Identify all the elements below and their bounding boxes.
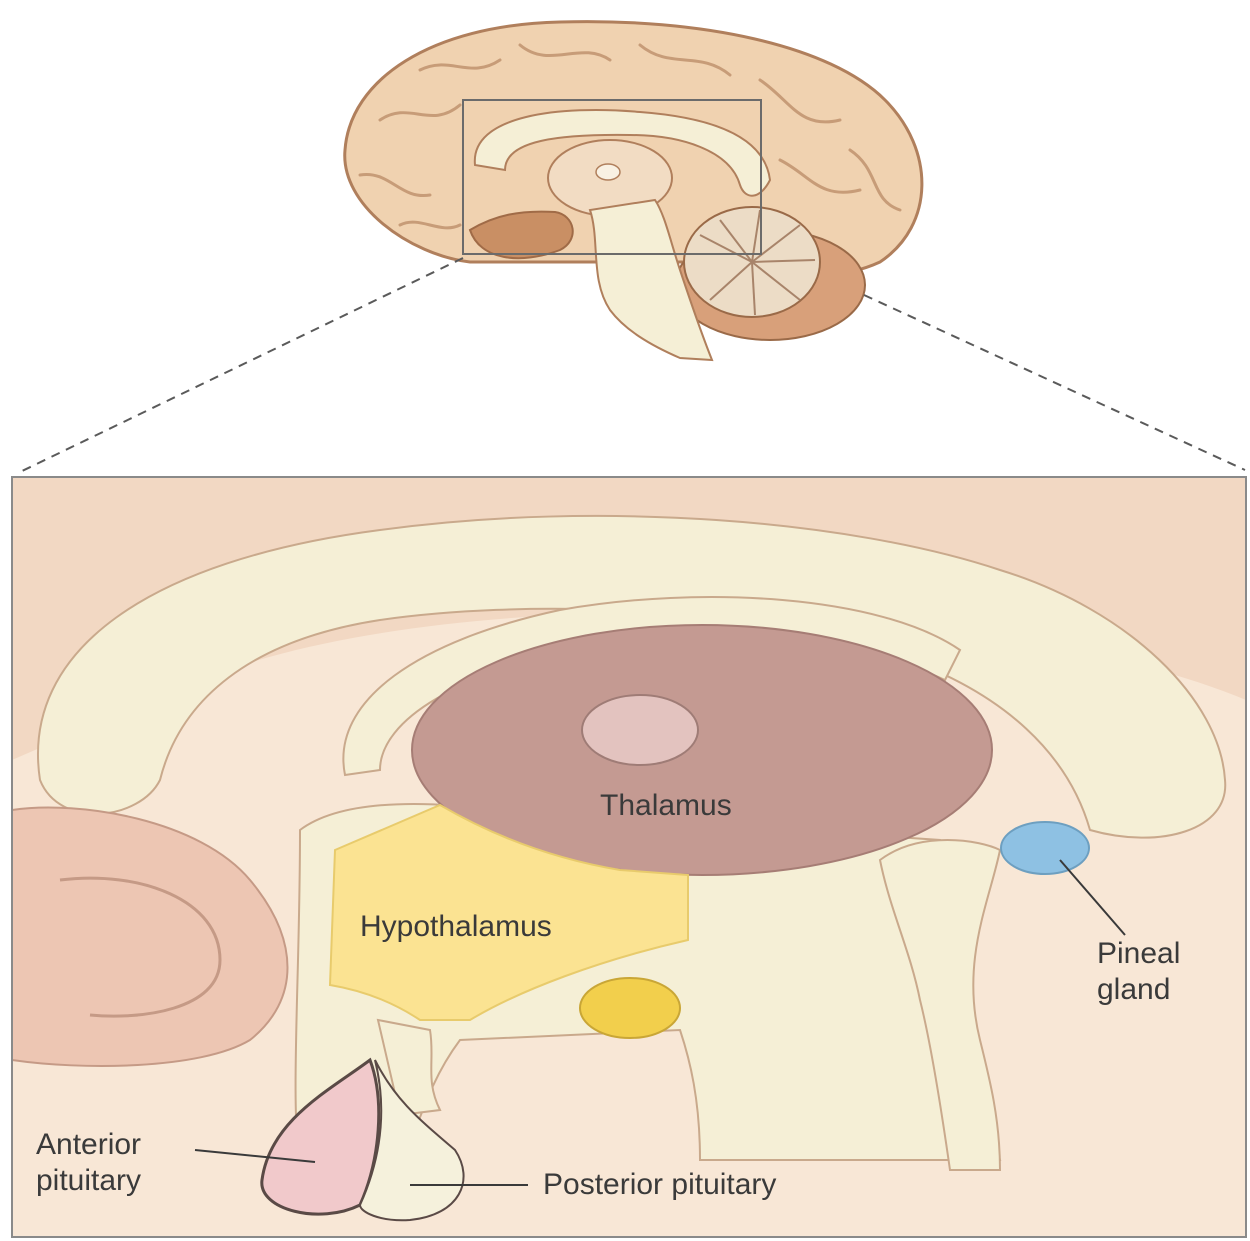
pineal-label-line2: gland: [1097, 973, 1170, 1006]
pineal-gland: [1001, 822, 1089, 874]
brain-overview: [345, 22, 922, 360]
detail-panel: [12, 477, 1246, 1237]
anterior-pituitary-label-line2: pituitary: [36, 1164, 141, 1197]
anterior-pituitary-label-line1: Anterior: [36, 1128, 141, 1161]
mammillary-body: [580, 978, 680, 1038]
pineal-label-line1: Pineal: [1097, 937, 1180, 970]
thalamus-label: Thalamus: [600, 789, 732, 822]
interthalamic-adhesion: [582, 695, 698, 765]
hypothalamus-label: Hypothalamus: [360, 910, 552, 943]
posterior-pituitary-label: Posterior pituitary: [543, 1168, 776, 1201]
